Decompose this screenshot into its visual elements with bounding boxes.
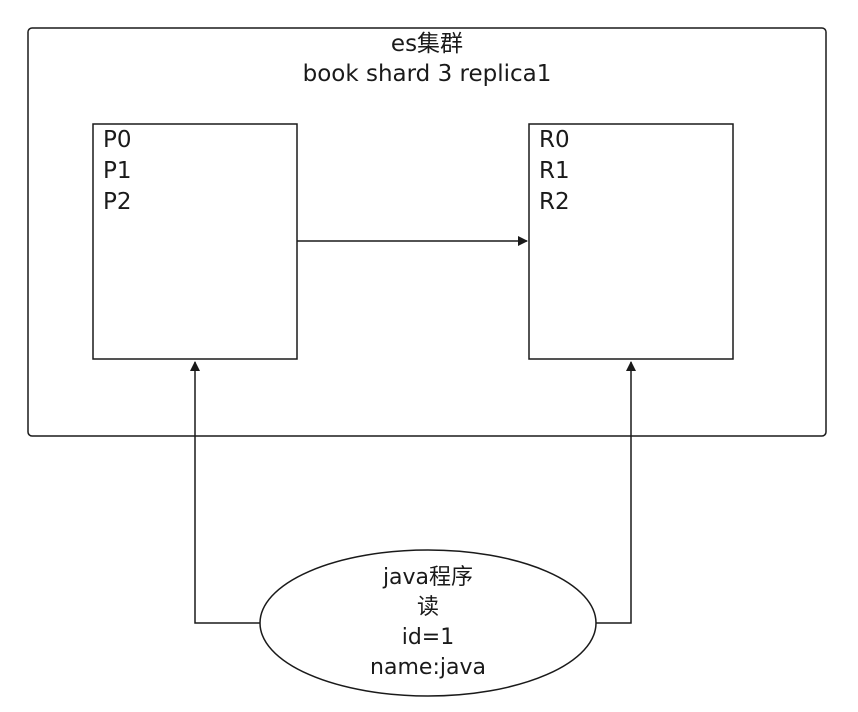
client-label-id: id=1 bbox=[401, 625, 455, 650]
replica-node-box bbox=[528, 123, 734, 360]
primary-shard-p1: P1 bbox=[103, 158, 132, 184]
client-label-operation: 读 bbox=[416, 595, 439, 620]
primary-shard-list: P0 P1 P2 bbox=[103, 125, 132, 218]
client-label-program: java程序 bbox=[382, 565, 474, 590]
replica-shard-r1: R1 bbox=[539, 158, 570, 184]
client-to-primary-arrow bbox=[190, 361, 260, 624]
cluster-title-line1: es集群 bbox=[390, 31, 464, 57]
primary-shard-p2: P2 bbox=[103, 189, 132, 215]
cluster-title-line2: book shard 3 replica1 bbox=[302, 61, 552, 87]
cluster-box bbox=[27, 27, 827, 437]
replica-shard-r2: R2 bbox=[539, 189, 570, 215]
primary-shard-p0: P0 bbox=[103, 127, 132, 153]
client-label-name: name:java bbox=[370, 655, 486, 680]
primary-node-box bbox=[92, 123, 298, 360]
client-to-replica-arrow bbox=[596, 361, 636, 624]
replica-shard-r0: R0 bbox=[539, 127, 570, 153]
replica-shard-list: R0 R1 R2 bbox=[539, 125, 570, 218]
